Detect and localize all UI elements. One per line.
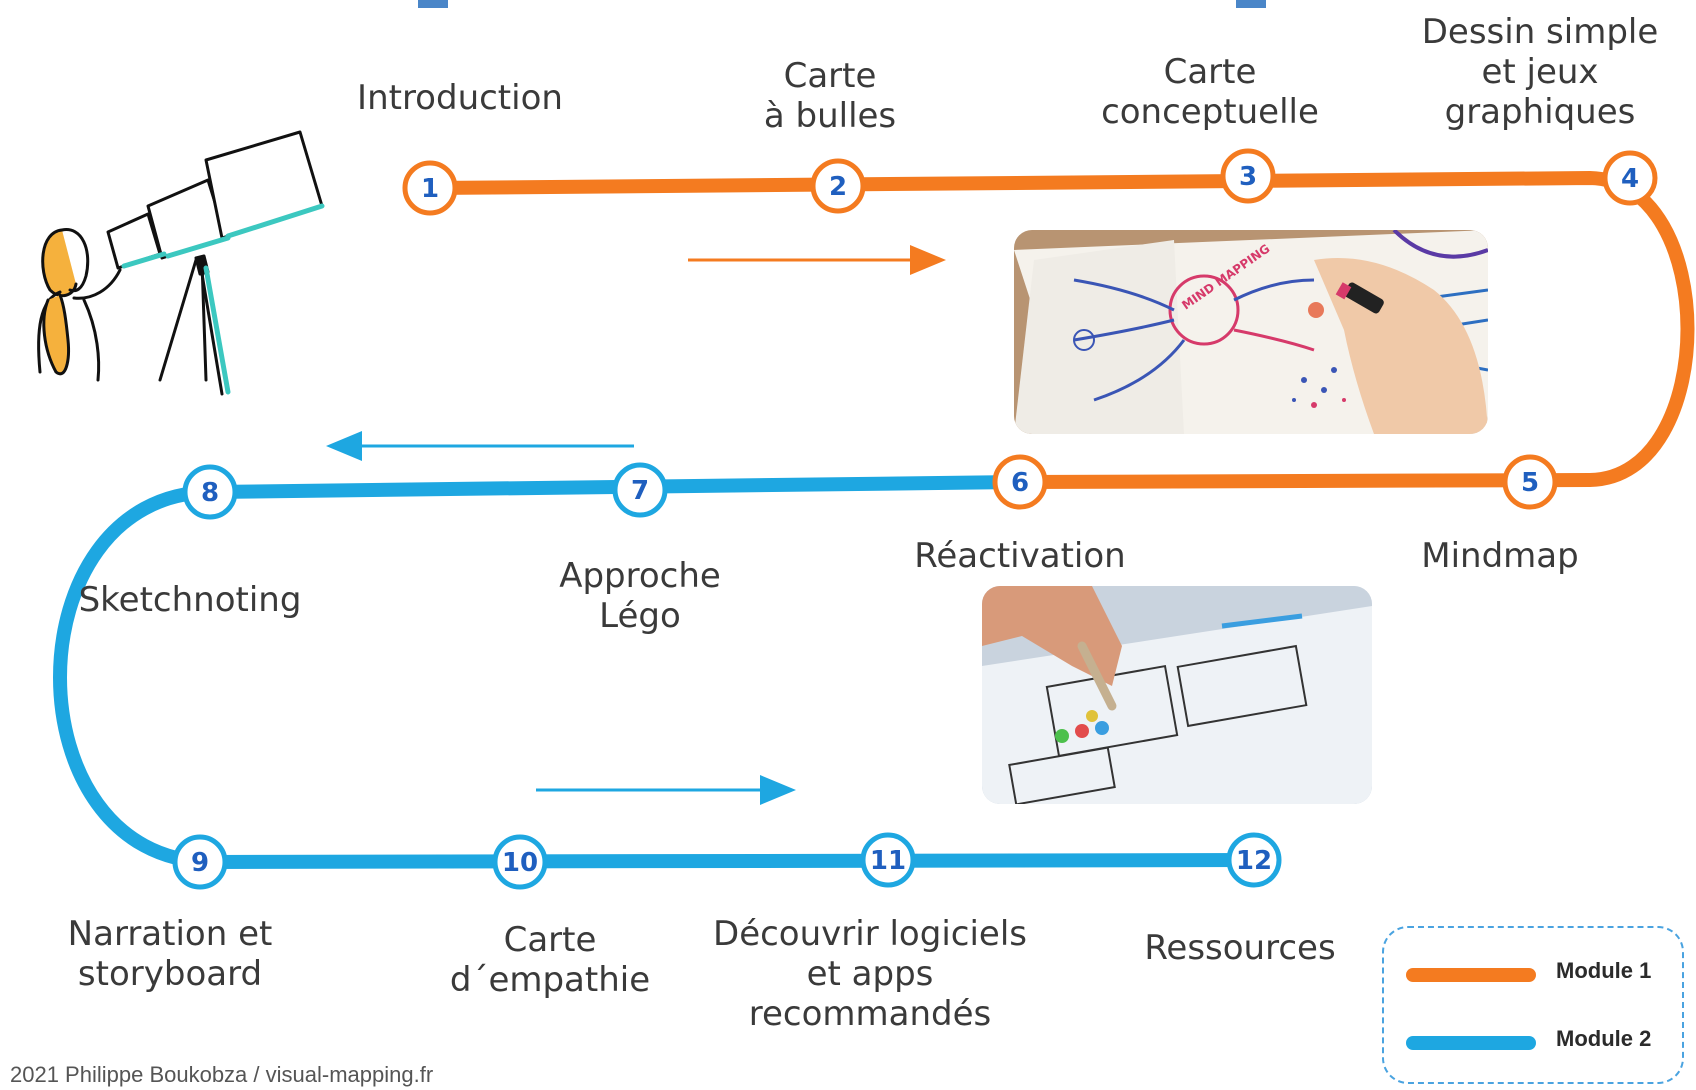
node-circle-1	[402, 160, 458, 216]
node-6: 6	[992, 454, 1048, 510]
top-left-square-decoration	[418, 0, 448, 8]
node-number-3: 3	[1239, 162, 1257, 192]
node-7: 7	[612, 462, 668, 518]
node-9: 9	[172, 834, 228, 890]
node-circle-7	[612, 462, 668, 518]
tablet-sketch-illustration	[982, 586, 1372, 804]
node-3: 3	[1220, 148, 1276, 204]
node-label-1: Introduction	[357, 78, 563, 118]
node-number-2: 2	[829, 172, 847, 202]
node-number-5: 5	[1521, 468, 1539, 498]
telescope-person-illustration	[37, 130, 325, 396]
node-12: 12	[1226, 832, 1282, 888]
node-circle-5	[1502, 454, 1558, 510]
node-number-10: 10	[502, 848, 538, 878]
node-number-6: 6	[1011, 468, 1029, 498]
node-label-7: Approche Légo	[559, 556, 721, 636]
node-number-8: 8	[201, 478, 219, 508]
sketching-tablet-photo	[982, 586, 1372, 804]
node-10: 10	[492, 834, 548, 890]
node-label-8: Sketchnoting	[78, 580, 302, 620]
node-circle-4	[1602, 150, 1658, 206]
mind-mapping-drawing-photo: MIND MAPPING	[1014, 230, 1488, 434]
node-circle-12	[1226, 832, 1282, 888]
node-label-6: Réactivation	[914, 536, 1126, 576]
legend-label-module2: Module 2	[1556, 1026, 1652, 1051]
legend-box: Module 1 Module 2	[1382, 926, 1684, 1084]
node-label-10: Carte d´empathie	[449, 920, 651, 1000]
node-number-9: 9	[191, 848, 209, 878]
node-circle-2	[810, 158, 866, 214]
node-label-9: Narration et storyboard	[67, 914, 273, 994]
node-8: 8	[182, 464, 238, 520]
legend-label-module1: Module 1	[1556, 958, 1652, 983]
node-label-12: Ressources	[1144, 928, 1336, 968]
node-label-2: Carte à bulles	[763, 56, 897, 136]
node-circle-6	[992, 454, 1048, 510]
node-label-4: Dessin simple et jeux graphiques	[1421, 12, 1659, 132]
node-number-12: 12	[1236, 846, 1272, 876]
module2-path-line	[53, 475, 1261, 870]
node-circle-9	[172, 834, 228, 890]
top-right-square-decoration	[1236, 0, 1266, 8]
node-4: 4	[1602, 150, 1658, 206]
node-number-7: 7	[631, 476, 649, 506]
node-circle-3	[1220, 148, 1276, 204]
legend-swatch-module1	[1406, 968, 1536, 982]
node-11: 11	[860, 832, 916, 888]
node-label-11: Découvrir logiciels et apps recommandés	[713, 914, 1027, 1034]
node-circle-10	[492, 834, 548, 890]
node-label-3: Carte conceptuelle	[1101, 52, 1319, 132]
node-label-5: Mindmap	[1421, 536, 1579, 576]
node-circle-11	[860, 832, 916, 888]
mind-mapping-sketch-illustration	[1014, 230, 1488, 434]
footer-credit: 2021 Philippe Boukobza / visual-mapping.…	[10, 1062, 434, 1087]
node-circle-8	[182, 464, 238, 520]
node-2: 2	[810, 158, 866, 214]
node-1: 1	[402, 160, 458, 216]
legend-swatch-module2	[1406, 1036, 1536, 1050]
node-number-11: 11	[870, 846, 906, 876]
node-number-4: 4	[1621, 164, 1639, 194]
node-number-1: 1	[421, 174, 439, 204]
node-5: 5	[1502, 454, 1558, 510]
